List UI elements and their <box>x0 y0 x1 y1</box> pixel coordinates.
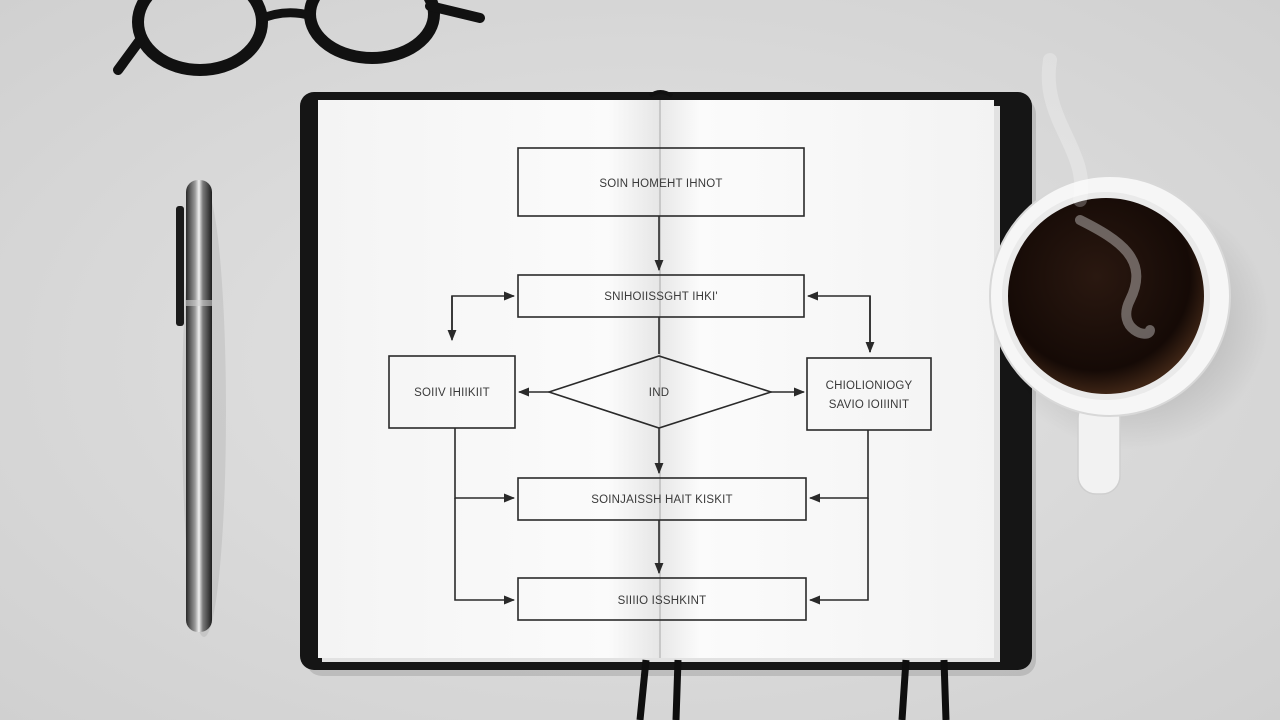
steam <box>1075 215 1155 339</box>
flowchart-bottom-box <box>517 577 807 621</box>
right-box-label-2: SAVIO IOIIINIT <box>829 399 910 411</box>
flowchart <box>388 147 932 621</box>
left-box-label: SOIIV IHIIKIIT <box>414 387 490 399</box>
flowchart-left-box <box>388 355 516 429</box>
flowchart-top-box <box>517 147 805 217</box>
notebook <box>300 90 1036 720</box>
flowchart-second-box <box>517 274 805 318</box>
flowchart-fourth-box <box>517 477 807 521</box>
decision-label: IND <box>649 387 669 399</box>
flowchart-right-box <box>806 357 932 431</box>
top-box-label: SOIN HOMEHT IHNOT <box>599 178 722 190</box>
bottom-box-label: SIIIIO ISSHKINT <box>618 595 707 607</box>
second-box-label: SNIHOIISSGHT IHKI' <box>604 291 718 303</box>
pen <box>176 180 226 637</box>
right-box-label-1: CHIOLIONIOGY <box>826 380 913 392</box>
eyeglasses <box>113 0 485 76</box>
fourth-box-label: SOINJAISSH HAIT KISKIT <box>591 494 733 506</box>
coffee <box>1008 198 1204 394</box>
coffee-cup <box>989 53 1270 495</box>
